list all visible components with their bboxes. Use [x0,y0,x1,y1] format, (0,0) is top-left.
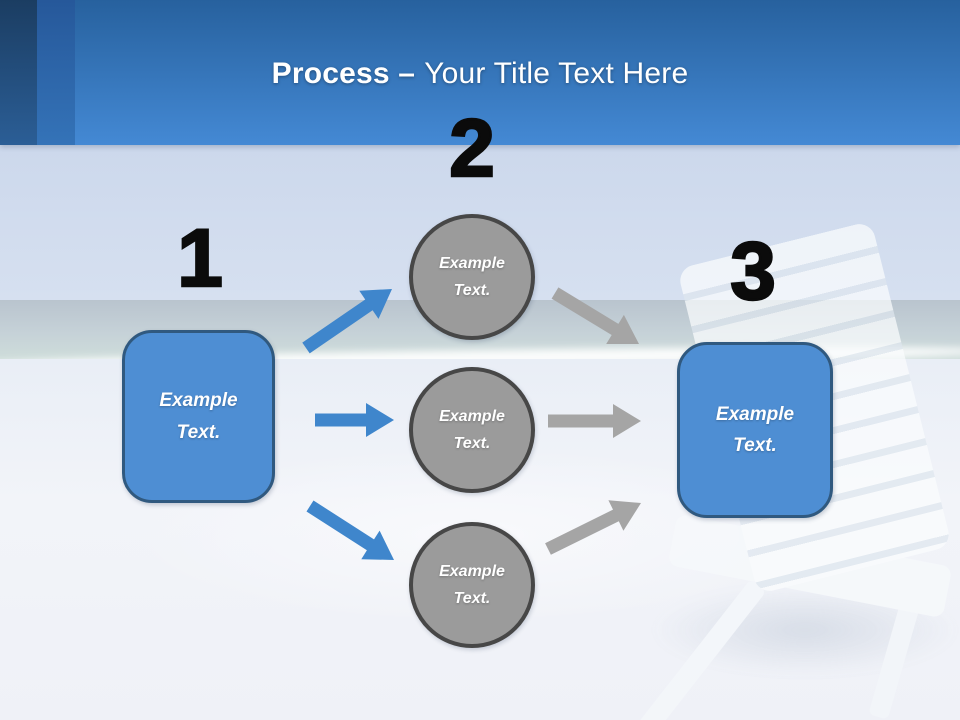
page-title-emphasis: Process – [271,57,416,90]
title-bar: Process –Your Title Text Here [0,0,960,145]
process-circle-2-line2: Text. [453,435,491,452]
process-circle-3: Example Text. [409,522,535,648]
page-title: Process –Your Title Text Here [0,57,960,91]
process-circle-1: Example Text. [409,214,535,340]
process-start-box-line1: Example [159,390,238,412]
header-accent-strip-mid [37,0,75,145]
process-circle-3-line1: Example [439,562,505,580]
process-circle-3-line2: Text. [453,590,491,607]
lounge-chair [633,145,960,720]
process-circle-2: Example Text. [409,367,535,493]
process-start-box-line2: Text. [176,421,221,443]
process-circle-2-line1: Example [439,407,505,425]
process-end-box-line2: Text. [733,435,777,456]
process-circle-1-line2: Text. [453,282,491,299]
step-number-1: 1 [176,213,224,304]
process-end-box: Example Text. [677,342,833,518]
process-circle-1-line1: Example [439,254,505,272]
step-number-3: 3 [729,226,777,317]
process-end-box-line1: Example [715,403,795,425]
step-number-2: 2 [448,103,496,194]
page-title-rest: Your Title Text Here [424,57,689,90]
process-start-box: Example Text. [122,330,275,503]
header-accent-strip-dark [0,0,37,145]
